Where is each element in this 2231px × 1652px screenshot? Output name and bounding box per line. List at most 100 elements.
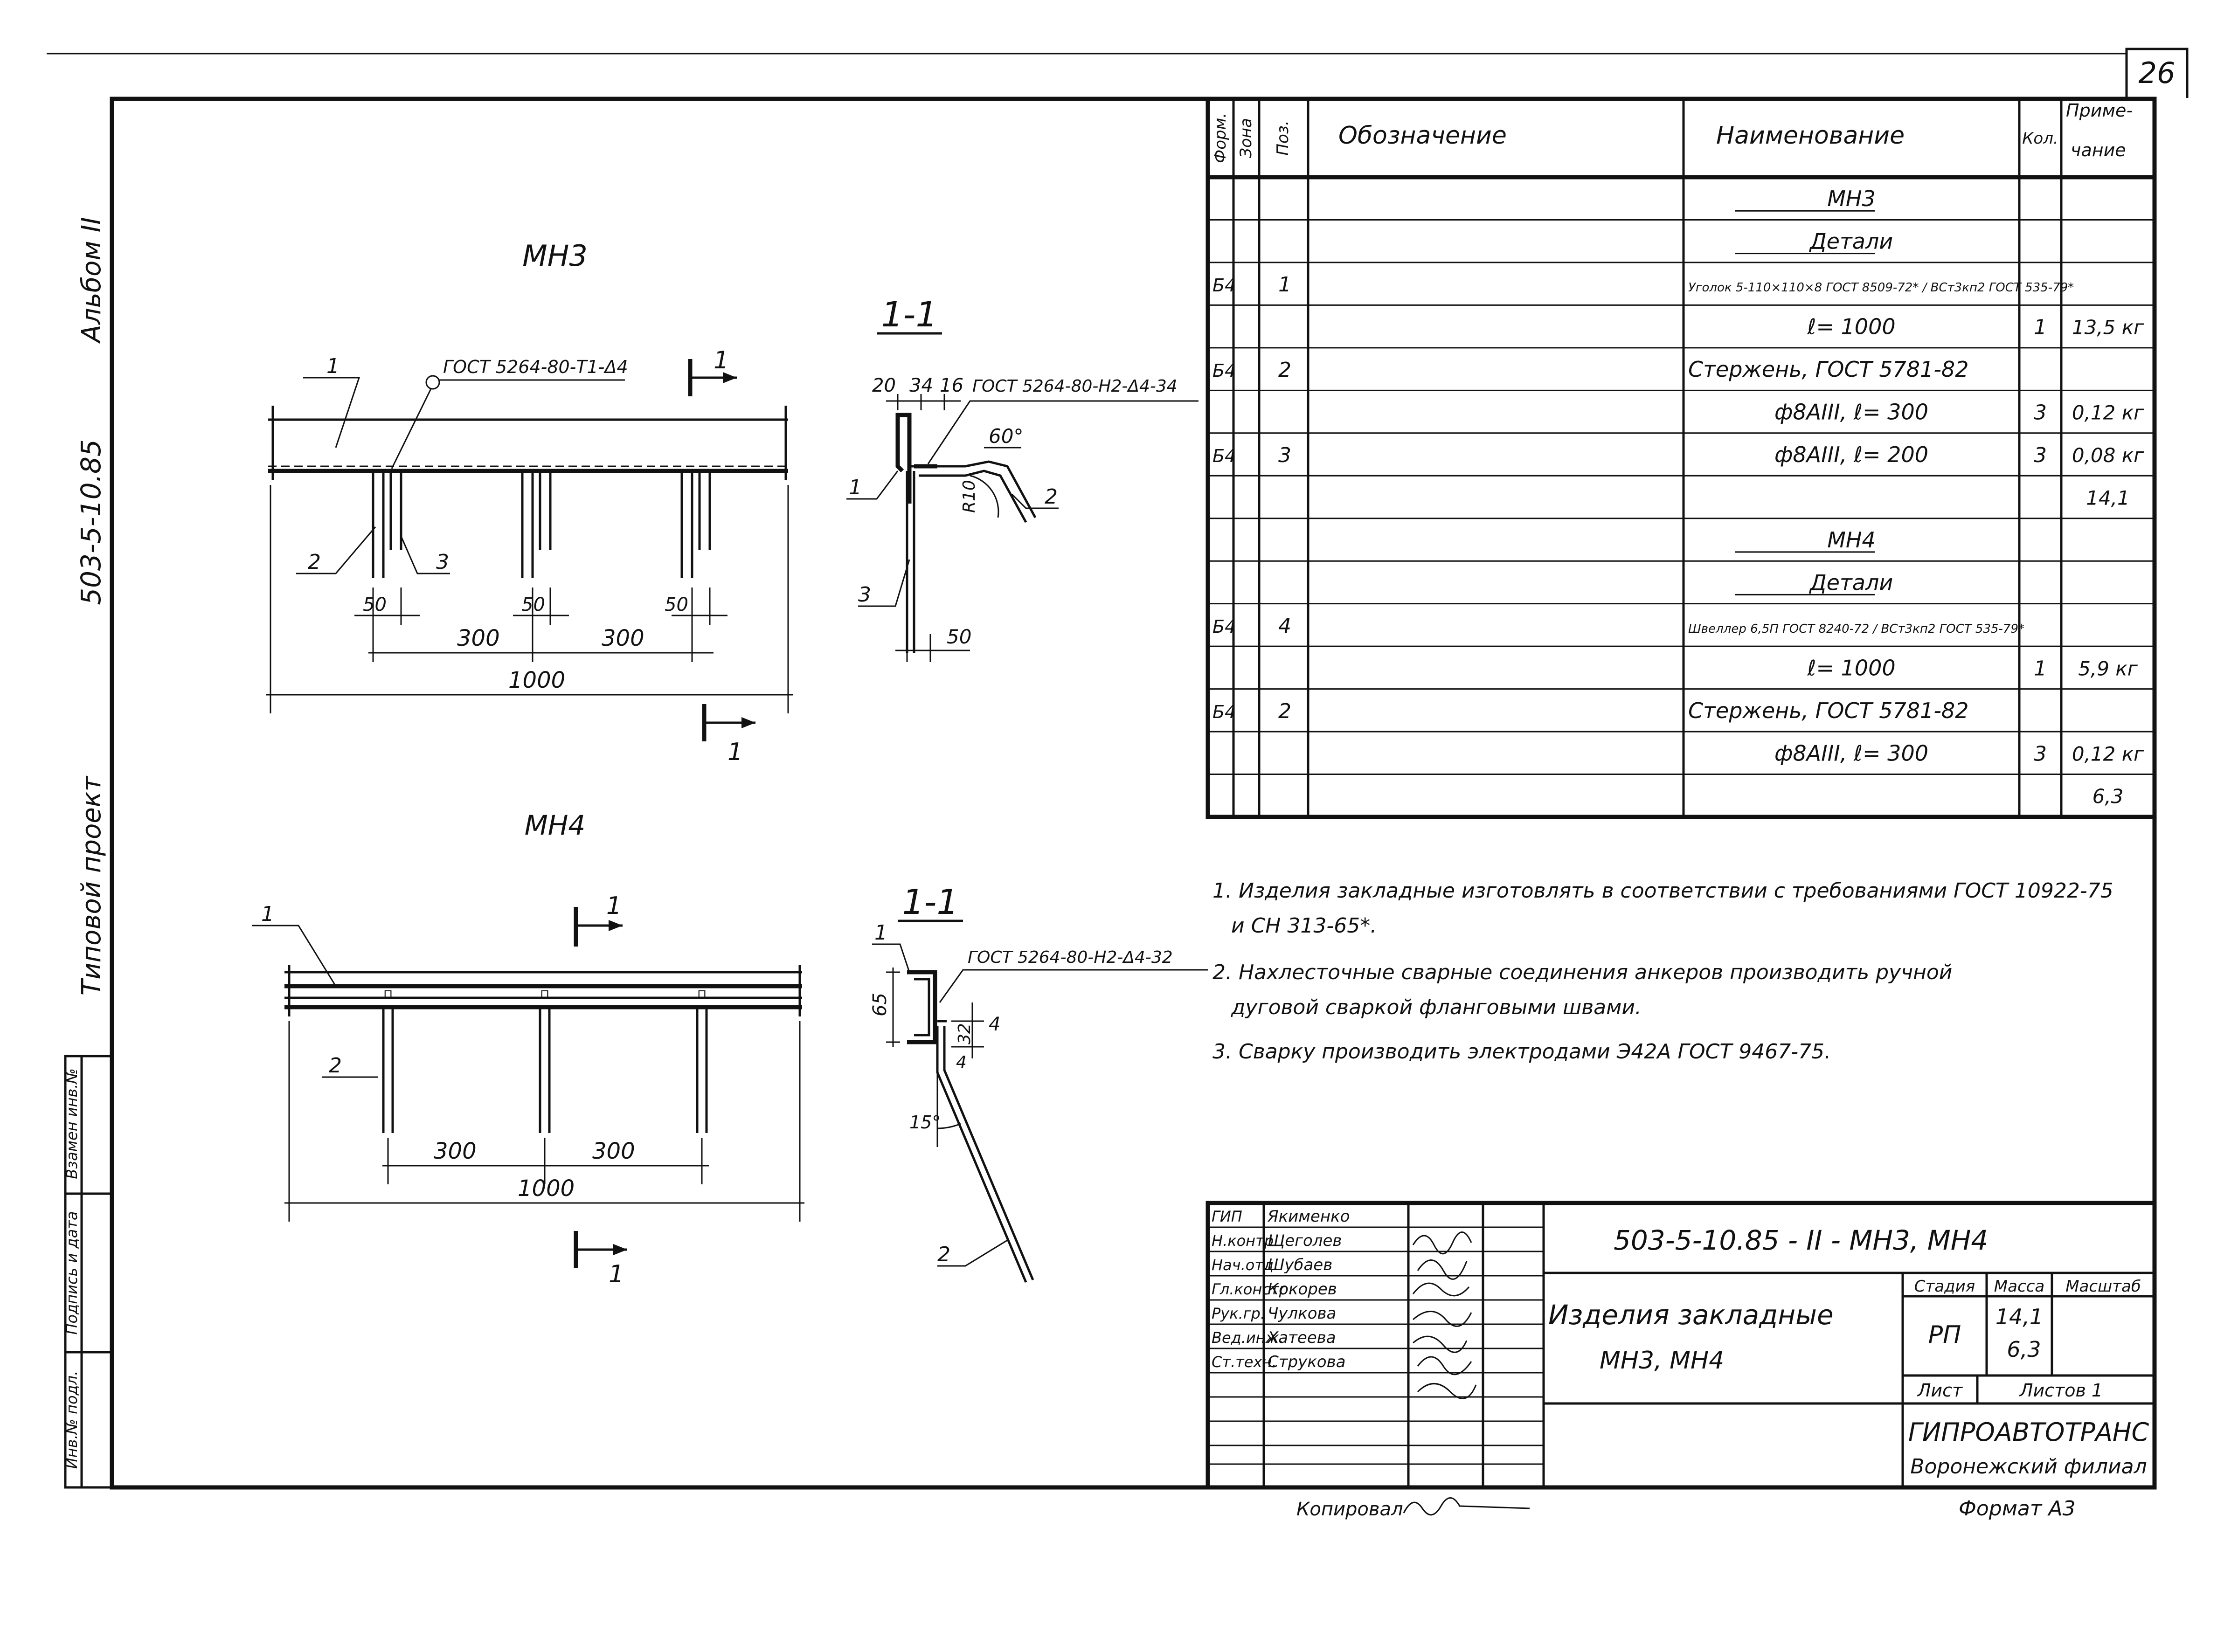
stamp-sign: Подпись и дата: [63, 1211, 81, 1334]
mn3-sec-d20: 20: [872, 375, 896, 396]
spec-format: Б4: [1212, 360, 1236, 381]
footer-copied: Копировал: [1296, 1499, 1403, 1520]
mn3-sec-pos1: 1: [849, 476, 862, 499]
person-name: Щеголев: [1268, 1231, 1342, 1250]
mass-1: 14,1: [1995, 1304, 2043, 1329]
doc-code: 503-5-10.85 - II - МН3, МН4: [1614, 1224, 1988, 1256]
mn4-cut-bottom: 1: [609, 1260, 624, 1288]
mn4-sec-angle: 15°: [909, 1112, 941, 1133]
spec-qty: 3: [2034, 742, 2047, 766]
person-role: Вед.инж.: [1212, 1329, 1284, 1347]
person-name: Шубаев: [1268, 1256, 1332, 1274]
spec-row: МН4: [1735, 527, 1876, 553]
signatures: [1412, 1231, 1477, 1399]
person-role: Ст.техн.: [1212, 1353, 1277, 1371]
mn3-sec-pos3: 3: [858, 583, 871, 607]
hdr-pos: Поз.: [1274, 120, 1292, 155]
stamp-inv: Инв.№ подл.: [63, 1371, 81, 1469]
spec-qty: 3: [2034, 401, 2047, 425]
person-name: Хатеева: [1267, 1328, 1336, 1347]
album-label: Альбом II: [76, 217, 107, 344]
copy-signature: [1403, 1497, 1530, 1516]
mn4-sec-weld: ГОСТ 5264-80-Н2-Δ4-32: [968, 948, 1173, 967]
mn4-sec-pos2: 2: [937, 1243, 950, 1266]
spec-name: Швеллер 6,5П ГОСТ 8240-72 / ВСт3кп2 ГОСТ…: [1688, 622, 2024, 636]
mn3-sec-weld: ГОСТ 5264-80-Н2-Δ4-34: [972, 377, 1178, 396]
mn4-sec-d4a: 4: [989, 1014, 1000, 1035]
mn3-pos2: 2: [308, 550, 321, 574]
spec-name: ф8АIII, ℓ= 300: [1774, 740, 1928, 766]
stage-value: РП: [1928, 1321, 1961, 1349]
mn3-sec-pos2: 2: [1045, 485, 1058, 509]
spec-format: Б4: [1212, 275, 1236, 296]
spec-pos: 3: [1278, 443, 1291, 467]
mn4-front-view: МН4 1 ⊓ ⊓ ⊓ 1 2 300 300: [252, 809, 804, 1288]
mn3-section-title: 1-1: [881, 295, 938, 335]
hdr-qty: Кол.: [2022, 129, 2058, 148]
mn4-total: 1000: [518, 1175, 575, 1202]
spec-name: Стержень, ГОСТ 5781-82: [1688, 357, 1968, 382]
footer-format: Формат А3: [1959, 1497, 2076, 1521]
spec-format: Б4: [1212, 446, 1236, 466]
spec-row: Детали: [1735, 229, 1893, 255]
mn4-d300a: 300: [434, 1138, 477, 1164]
org-branch: Воронежский филиал: [1910, 1455, 2147, 1479]
person-role: Нач.отд.: [1212, 1256, 1278, 1274]
mn4-pos1: 1: [261, 902, 274, 926]
spec-name: Стержень, ГОСТ 5781-82: [1688, 698, 1968, 723]
spec-note: 0,08 кг: [2072, 444, 2144, 467]
note-3: 3. Сварку производить электродами Э42А Г…: [1212, 1040, 1831, 1064]
mn4-pos2: 2: [329, 1054, 342, 1078]
mn3-total: 1000: [508, 667, 565, 693]
note-1: 1. Изделия закладные изготовлять в соотв…: [1212, 879, 2113, 903]
lbl-sheet: Лист: [1917, 1380, 1963, 1401]
mn4-sec-d65: 65: [869, 993, 891, 1016]
doc-title-2: МН3, МН4: [1600, 1347, 1724, 1375]
lbl-scale: Масштаб: [2065, 1277, 2141, 1296]
hdr-name: Наименование: [1716, 122, 1905, 150]
spec-pos: 1: [1278, 273, 1291, 297]
spec-name: ℓ= 1000: [1807, 655, 1895, 680]
stamp-replace: Взамен инв.№: [63, 1068, 81, 1179]
spec-pos: 4: [1278, 614, 1291, 638]
mn4-title: МН4: [525, 809, 586, 841]
spec-note: 13,5 кг: [2072, 316, 2144, 339]
spec-row: 14,1: [2086, 486, 2130, 509]
mn3-sec-r: R10: [960, 480, 979, 513]
sheet-number: 26: [2139, 56, 2176, 90]
mass-2: 6,3: [2007, 1337, 2041, 1362]
left-stamp: Инв.№ подл. Подпись и дата Взамен инв.№: [63, 1055, 113, 1489]
spec-note: 14,1: [2086, 486, 2130, 509]
hdr-zone: Зона: [1237, 118, 1255, 158]
spec-row: 6,3: [2092, 785, 2124, 808]
spec-name: ф8АIII, ℓ= 300: [1774, 400, 1928, 425]
spec-name: ф8АIII, ℓ= 200: [1774, 442, 1928, 467]
mn3-pos3: 3: [436, 550, 449, 574]
lbl-sheets: Листов 1: [2019, 1380, 2103, 1401]
person-role: Н.контр.: [1212, 1232, 1278, 1250]
spec-name: ℓ= 1000: [1807, 314, 1895, 339]
person-role: Рук.гр.: [1212, 1305, 1265, 1322]
mn4-section-title: 1-1: [902, 882, 959, 922]
series-code: 503-5-10.85: [75, 439, 107, 605]
lbl-stage: Стадия: [1914, 1277, 1975, 1296]
mn4-d300b: 300: [592, 1138, 635, 1164]
spec-qty: 3: [2034, 443, 2047, 467]
mn3-weld-note: ГОСТ 5264-80-Т1-Δ4: [443, 357, 628, 377]
mn3-sec-angle: 60°: [989, 425, 1023, 448]
spec-pos: 2: [1278, 699, 1291, 723]
lbl-mass: Масса: [1994, 1277, 2044, 1296]
note-1b: и СН 313-65*.: [1231, 914, 1377, 938]
spec-qty: 1: [2034, 657, 2047, 680]
mn3-sec-d16: 16: [940, 375, 963, 396]
person-name: Кокорев: [1268, 1280, 1337, 1299]
mn4-sec-d4b: 4: [956, 1053, 967, 1072]
mn4-sec-d32: 32: [955, 1023, 974, 1044]
mn4-cut-top: 1: [606, 892, 622, 920]
